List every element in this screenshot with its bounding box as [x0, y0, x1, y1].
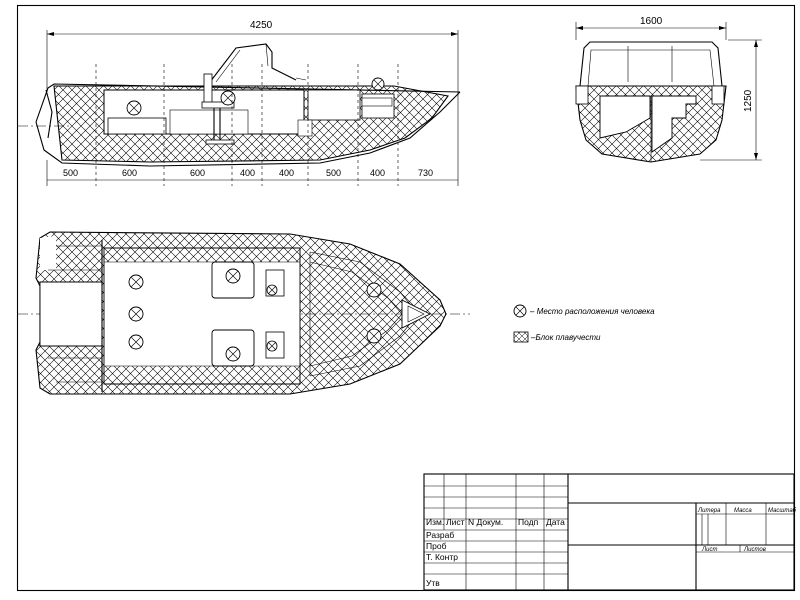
- tb-n-dokum: N Докум.: [468, 517, 503, 527]
- tb-massa: Масса: [734, 508, 752, 514]
- segment-3-label: 600: [190, 168, 205, 178]
- legend-buoyancy-label: –Блок плавучести: [530, 333, 601, 342]
- tb-data: Дата: [546, 517, 565, 527]
- segment-1-label: 500: [63, 168, 78, 178]
- person-marker-top-7: [366, 328, 382, 344]
- tb-list-col: Лист: [446, 517, 465, 527]
- person-marker-side-2: [220, 90, 236, 106]
- person-marker-side-1: [126, 100, 142, 116]
- side-windshield: [209, 43, 297, 83]
- person-marker-top-2: [128, 306, 144, 322]
- tb-podp: Подп: [518, 517, 539, 527]
- legend-person-icon: [513, 304, 527, 318]
- height-label: 1250: [743, 89, 754, 112]
- tb-masshtab: Масштаб: [768, 508, 797, 514]
- person-marker-top-1: [128, 274, 144, 290]
- tb-prob: Проб: [426, 541, 447, 551]
- overall-length-label: 4250: [250, 20, 273, 31]
- segment-6-label: 500: [326, 168, 341, 178]
- segment-2-label: 600: [122, 168, 137, 178]
- tb-listov: Листов: [743, 547, 766, 553]
- side-view: 4250: [18, 20, 461, 186]
- legend: – Место расположения человека –Блок плав…: [513, 304, 655, 343]
- segment-7-label: 400: [370, 168, 385, 178]
- segment-4-label: 400: [240, 168, 255, 178]
- person-marker-top-6: [366, 282, 382, 298]
- segment-8-label: 730: [418, 168, 433, 178]
- person-marker-top-9: [266, 340, 278, 352]
- legend-buoyancy-swatch: [513, 331, 529, 343]
- person-marker-top-3: [128, 334, 144, 350]
- tb-utv: Утв: [426, 578, 440, 588]
- person-marker-top-4: [225, 268, 241, 284]
- segment-5-label: 400: [279, 168, 294, 178]
- tb-izm: Изм.: [426, 517, 444, 527]
- title-block: Изм. Лист N Докум. Подп Дата Разраб Проб…: [423, 473, 797, 591]
- front-view: 1600 1250: [575, 16, 762, 163]
- top-view: [18, 231, 470, 395]
- person-marker-top-8: [266, 284, 278, 296]
- legend-person-label: – Место расположения человека: [529, 307, 655, 316]
- person-marker-top-5: [225, 346, 241, 362]
- beam-label: 1600: [640, 16, 663, 27]
- tb-razrab: Разраб: [426, 530, 454, 540]
- tb-list: Лист: [701, 547, 717, 553]
- tb-t-kontr: Т. Контр: [426, 552, 458, 562]
- person-marker-side-3: [371, 77, 385, 91]
- sheet-frame: [16, 4, 796, 592]
- tb-litera: Литера: [697, 508, 721, 514]
